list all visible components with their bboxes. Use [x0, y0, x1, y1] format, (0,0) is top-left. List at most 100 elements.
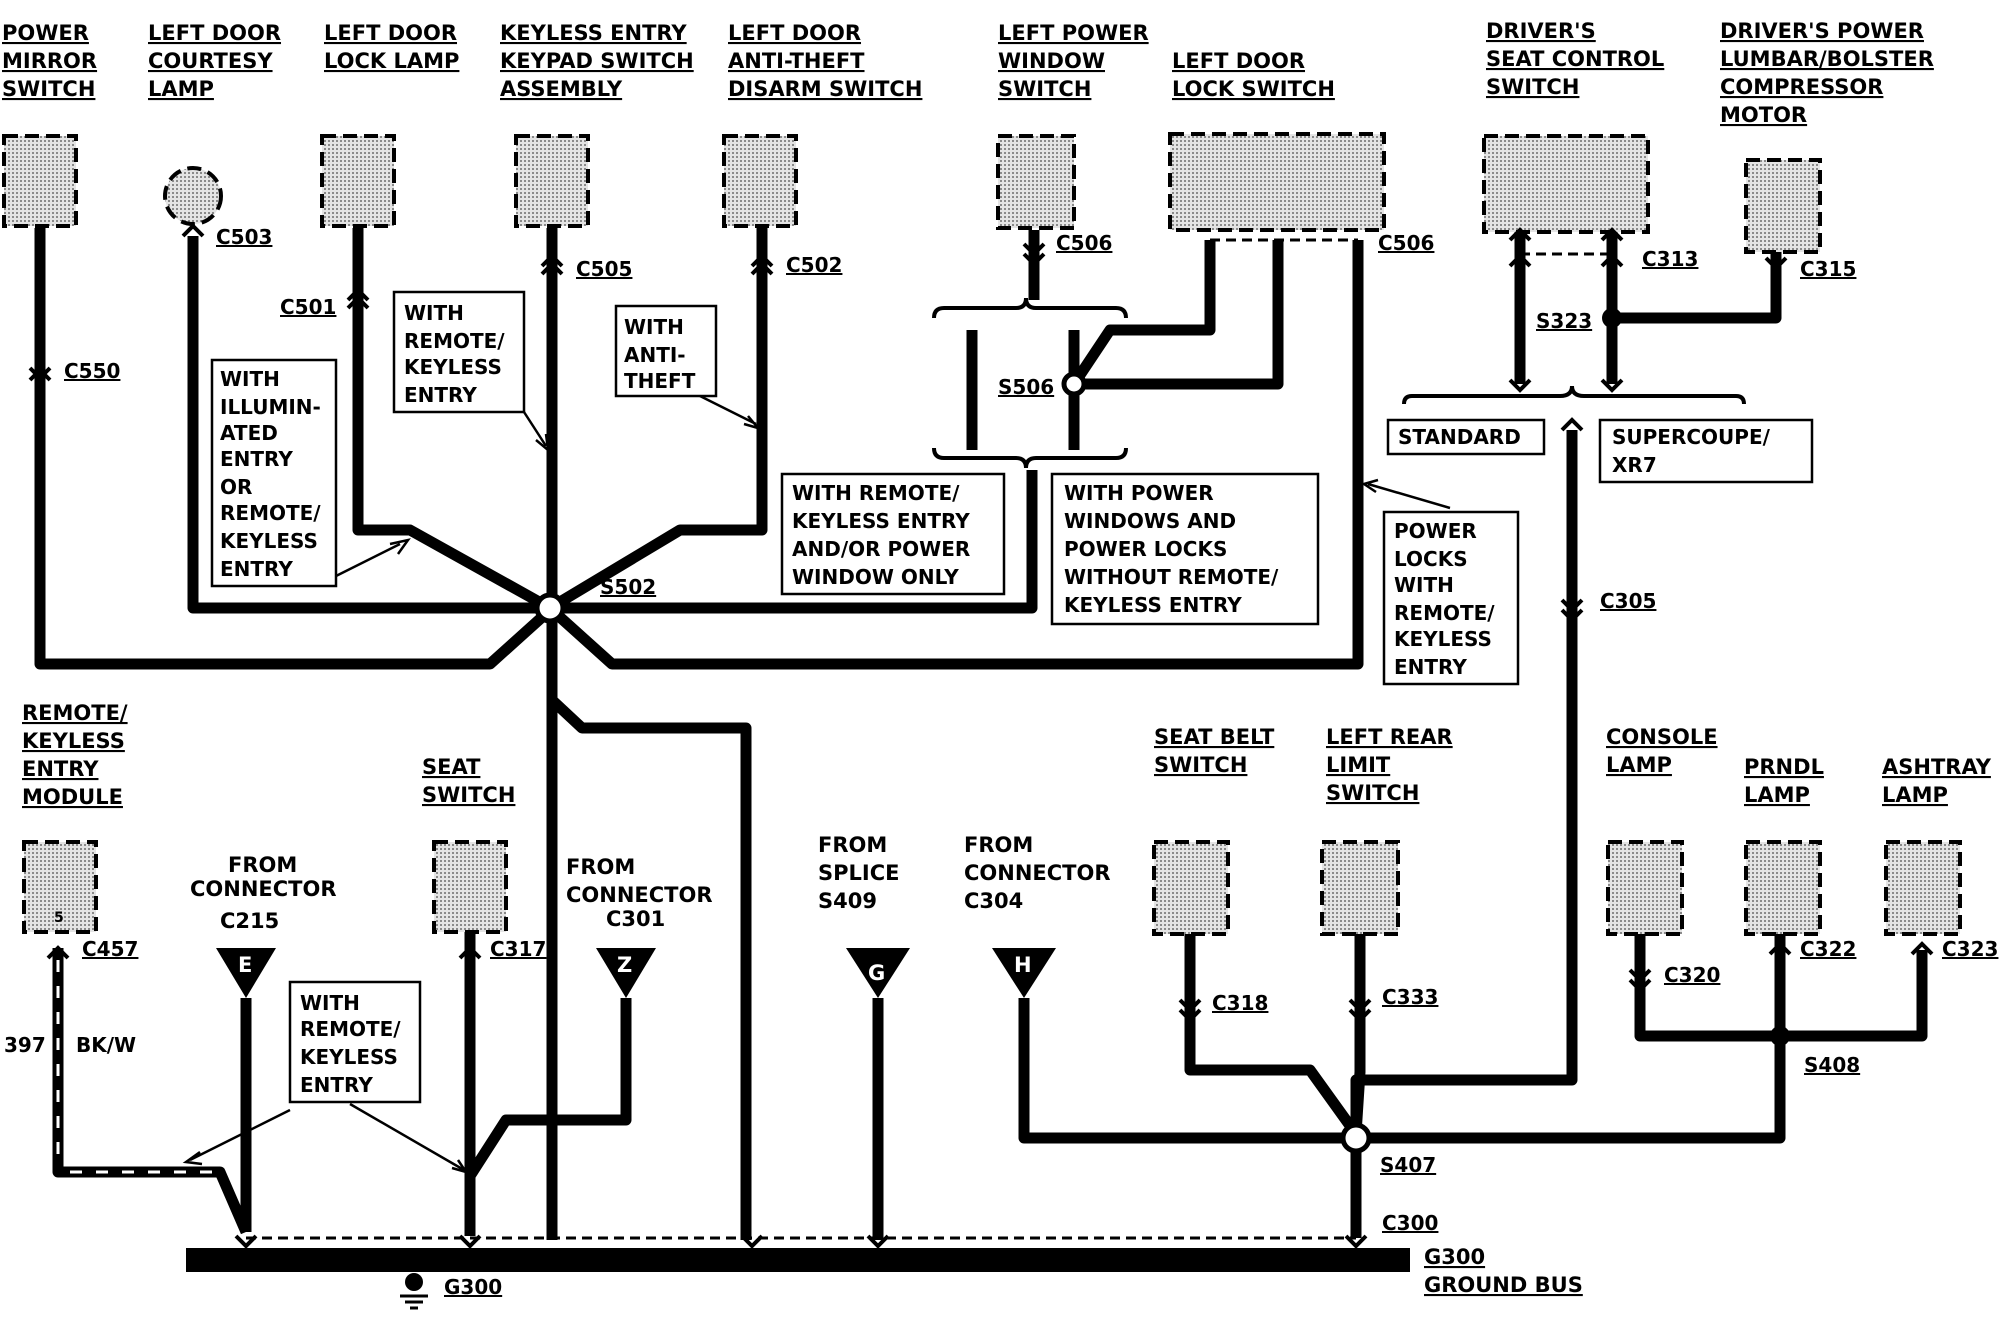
arrow-illuminated	[335, 538, 411, 578]
svg-text:ILLUMIN-: ILLUMIN-	[220, 395, 321, 419]
svg-text:POWER: POWER	[1394, 519, 1477, 543]
svg-text:POWER LOCKS: POWER LOCKS	[1064, 537, 1227, 561]
arrow-anti-theft	[699, 394, 762, 431]
svg-text:MIRROR: MIRROR	[2, 49, 97, 73]
svg-text:C301: C301	[606, 907, 665, 931]
svg-text:REMOTE/: REMOTE/	[22, 701, 128, 725]
svg-text:WITH POWER: WITH POWER	[1064, 481, 1214, 505]
svg-text:KEYLESS: KEYLESS	[1394, 627, 1492, 651]
svg-text:C506: C506	[1056, 231, 1112, 255]
left-door-courtesy-lamp	[163, 166, 223, 226]
svg-text:S407: S407	[1380, 1153, 1436, 1177]
svg-text:SWITCH: SWITCH	[422, 783, 515, 807]
svg-text:KEYLESS ENTRY: KEYLESS ENTRY	[500, 21, 687, 45]
svg-text:SUPERCOUPE/: SUPERCOUPE/	[1612, 425, 1771, 449]
svg-text:FROM: FROM	[964, 833, 1033, 857]
arrow-remote-keyless-top	[522, 411, 550, 453]
svg-text:ENTRY: ENTRY	[300, 1073, 373, 1097]
svg-text:PRNDL: PRNDL	[1744, 755, 1824, 779]
svg-text:LEFT DOOR: LEFT DOOR	[148, 21, 281, 45]
ground-bus-bar	[186, 1248, 1410, 1272]
label-power-mirror-switch: POWER MIRROR SWITCH	[2, 21, 97, 101]
left-door-lock-switch	[1168, 132, 1386, 232]
svg-text:SWITCH: SWITCH	[1486, 75, 1579, 99]
svg-text:REMOTE/: REMOTE/	[1394, 601, 1495, 625]
splice-s408	[1770, 1026, 1790, 1046]
ashtray-lamp	[1884, 840, 1962, 936]
svg-text:LEFT DOOR: LEFT DOOR	[324, 21, 457, 45]
top-harness-wires	[34, 228, 1364, 1240]
label-left-door-lock-switch: LEFT DOOR LOCK SWITCH	[1172, 49, 1335, 101]
svg-text:ASSEMBLY: ASSEMBLY	[500, 77, 623, 101]
svg-text:FROM: FROM	[228, 853, 297, 877]
source-from-c215: FROM CONNECTOR C215	[190, 853, 337, 933]
arrow-power-locks	[1361, 478, 1451, 510]
power-mirror-switch	[2, 134, 78, 228]
svg-text:THEFT: THEFT	[624, 369, 696, 393]
prndl-lamp	[1744, 840, 1822, 936]
svg-text:KEYLESS ENTRY: KEYLESS ENTRY	[792, 509, 970, 533]
arrow-bottom-left	[182, 1108, 291, 1166]
s506-top-bracket	[932, 297, 1128, 319]
flag-z: Z	[596, 948, 656, 998]
splice-s323	[1602, 308, 1622, 328]
label-left-power-window-switch: LEFT POWER WINDOW SWITCH	[998, 21, 1149, 101]
svg-text:KEYPAD SWITCH: KEYPAD SWITCH	[500, 49, 694, 73]
svg-text:S409: S409	[818, 889, 877, 913]
svg-text:LEFT POWER: LEFT POWER	[998, 21, 1149, 45]
svg-text:OR: OR	[220, 475, 252, 499]
drivers-seat-control-switch	[1482, 134, 1650, 234]
svg-text:C333: C333	[1382, 985, 1438, 1009]
svg-text:C550: C550	[64, 359, 120, 383]
note-remote-keyless-top: WITH REMOTE/ KEYLESS ENTRY	[392, 290, 526, 414]
connector-labels-top: C550 C503 C501 C505 C502 C506 C506 C313 …	[64, 225, 1856, 613]
left-door-lock-lamp	[320, 134, 396, 228]
svg-text:FROM: FROM	[818, 833, 887, 857]
left-rear-limit-switch	[1320, 840, 1400, 936]
svg-text:WITH: WITH	[220, 367, 280, 391]
svg-text:ENTRY: ENTRY	[22, 757, 99, 781]
svg-text:CONNECTOR: CONNECTOR	[964, 861, 1111, 885]
seat-belt-switch	[1152, 840, 1230, 936]
left-power-window-switch	[996, 134, 1076, 230]
svg-text:S323: S323	[1536, 309, 1592, 333]
svg-text:KEYLESS: KEYLESS	[22, 729, 125, 753]
svg-text:ENTRY: ENTRY	[220, 557, 293, 581]
note-standard: STANDARD	[1386, 418, 1546, 456]
svg-text:MOTOR: MOTOR	[1720, 103, 1807, 127]
svg-text:BK/W: BK/W	[76, 1033, 136, 1057]
svg-text:KEYLESS: KEYLESS	[220, 529, 318, 553]
svg-text:WITH: WITH	[300, 991, 360, 1015]
svg-text:SEAT: SEAT	[422, 755, 481, 779]
svg-text:LOCK SWITCH: LOCK SWITCH	[1172, 77, 1335, 101]
svg-text:C304: C304	[964, 889, 1023, 913]
svg-text:CONNECTOR: CONNECTOR	[190, 877, 337, 901]
label-left-door-lock-lamp: LEFT DOOR LOCK LAMP	[324, 21, 459, 73]
svg-text:MODULE: MODULE	[22, 785, 123, 809]
svg-text:DRIVER'S: DRIVER'S	[1486, 19, 1596, 43]
svg-text:WINDOW: WINDOW	[998, 49, 1105, 73]
svg-text:COURTESY: COURTESY	[148, 49, 273, 73]
bottom-harness-wires	[52, 932, 1928, 1240]
svg-text:LOCK LAMP: LOCK LAMP	[324, 49, 459, 73]
svg-text:LEFT REAR: LEFT REAR	[1326, 725, 1453, 749]
svg-text:C505: C505	[576, 257, 632, 281]
svg-text:FROM: FROM	[566, 855, 635, 879]
svg-text:AND/OR POWER: AND/OR POWER	[792, 537, 970, 561]
svg-text:COMPRESSOR: COMPRESSOR	[1720, 75, 1883, 99]
svg-text:LAMP: LAMP	[1744, 783, 1810, 807]
label-drivers-seat-control-switch: DRIVER'S SEAT CONTROL SWITCH	[1486, 19, 1664, 99]
svg-text:G300: G300	[444, 1275, 502, 1299]
splice-s502	[534, 592, 566, 624]
svg-text:ENTRY: ENTRY	[404, 383, 477, 407]
svg-text:ANTI-: ANTI-	[624, 343, 686, 367]
svg-text:LAMP: LAMP	[1882, 783, 1948, 807]
svg-text:Z: Z	[617, 953, 632, 977]
note-anti-theft: WITH ANTI- THEFT	[614, 304, 718, 398]
svg-text:LAMP: LAMP	[1606, 753, 1672, 777]
svg-text:CONNECTOR: CONNECTOR	[566, 883, 713, 907]
lumbar-compressor-motor	[1744, 158, 1822, 254]
s506-bottom-bracket	[932, 447, 1128, 469]
svg-text:WITH: WITH	[1394, 573, 1454, 597]
console-lamp	[1606, 840, 1684, 936]
